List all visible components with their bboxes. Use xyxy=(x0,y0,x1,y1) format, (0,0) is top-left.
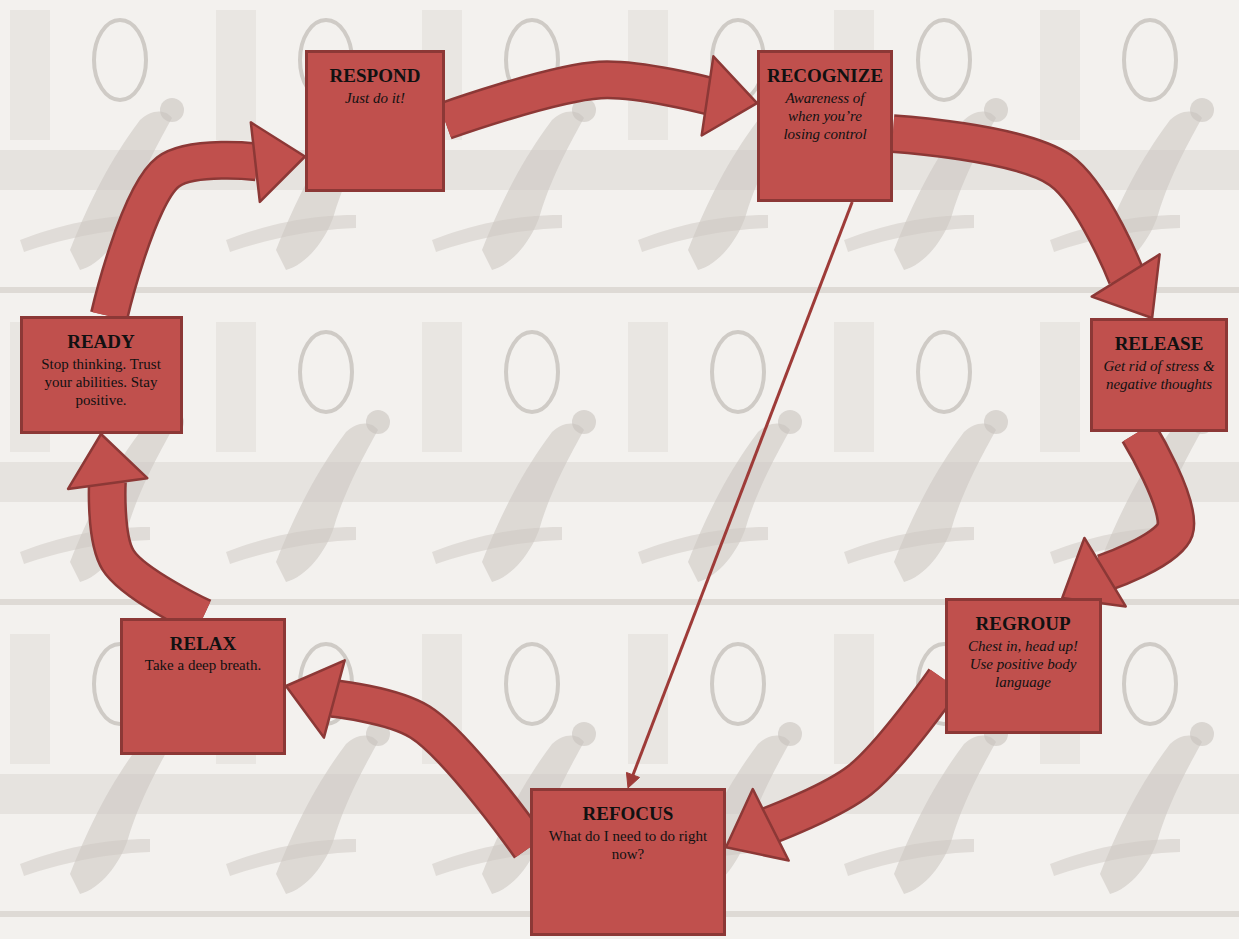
box-heading: RECOGNIZE xyxy=(767,65,883,87)
arrow-body xyxy=(109,160,257,316)
arrow-head xyxy=(726,789,789,861)
process-box: RELEASEGet rid of stress & negative thou… xyxy=(1090,318,1228,432)
arrow-body xyxy=(445,80,710,121)
arrow-head xyxy=(626,772,639,788)
process-box: READYStop thinking. Trust your abilities… xyxy=(20,316,183,434)
box-heading: RELEASE xyxy=(1115,333,1204,355)
box-body: Chest in, head up! Use positive body lan… xyxy=(956,637,1091,691)
block-arrow xyxy=(726,680,945,861)
arrow-head xyxy=(286,660,345,737)
arrow-body xyxy=(893,134,1127,278)
arrow-body xyxy=(107,482,203,618)
arrow-body xyxy=(332,698,530,847)
arrow-outline xyxy=(332,698,530,847)
arrow-outline xyxy=(445,80,710,121)
box-heading: REFOCUS xyxy=(583,803,674,825)
box-heading: REGROUP xyxy=(976,613,1071,635)
block-arrow xyxy=(68,434,203,618)
block-arrow xyxy=(1062,432,1176,606)
block-arrow xyxy=(109,122,305,316)
arrow-body xyxy=(1103,432,1176,573)
arrow-outline xyxy=(893,134,1127,278)
block-arrow xyxy=(445,56,757,135)
arrow-head xyxy=(251,122,305,201)
arrow-body xyxy=(632,202,852,777)
box-heading: RESPOND xyxy=(330,65,421,87)
box-body: Just do it! xyxy=(345,89,405,107)
process-box: REGROUPChest in, head up! Use positive b… xyxy=(945,598,1102,734)
block-arrow xyxy=(893,134,1160,318)
arrow-outline xyxy=(1103,432,1176,573)
arrow-outline xyxy=(769,680,945,826)
arrow-head xyxy=(1062,538,1125,607)
box-body: What do I need to do right now? xyxy=(541,827,715,863)
box-body: Stop thinking. Trust your abilities. Sta… xyxy=(31,355,172,409)
arrow-head xyxy=(1092,254,1160,318)
arrow-head xyxy=(68,434,147,489)
box-heading: READY xyxy=(67,331,135,353)
box-heading: RELAX xyxy=(170,633,237,655)
block-arrow xyxy=(286,660,530,847)
box-body: Get rid of stress & negative thoughts xyxy=(1101,357,1217,393)
arrow-outline xyxy=(109,160,257,316)
arrow-body xyxy=(769,680,945,826)
process-box: RELAXTake a deep breath. xyxy=(120,618,286,755)
box-body: Awareness of when you’re losing control xyxy=(768,89,882,143)
process-box: RESPOND Just do it! xyxy=(305,50,445,192)
arrow-head xyxy=(702,56,757,135)
process-box: RECOGNIZEAwareness of when you’re losing… xyxy=(757,50,893,202)
arrow-line xyxy=(626,202,852,788)
box-body: Take a deep breath. xyxy=(145,656,261,674)
arrow-outline xyxy=(107,482,203,618)
process-box: REFOCUSWhat do I need to do right now? xyxy=(530,788,726,936)
